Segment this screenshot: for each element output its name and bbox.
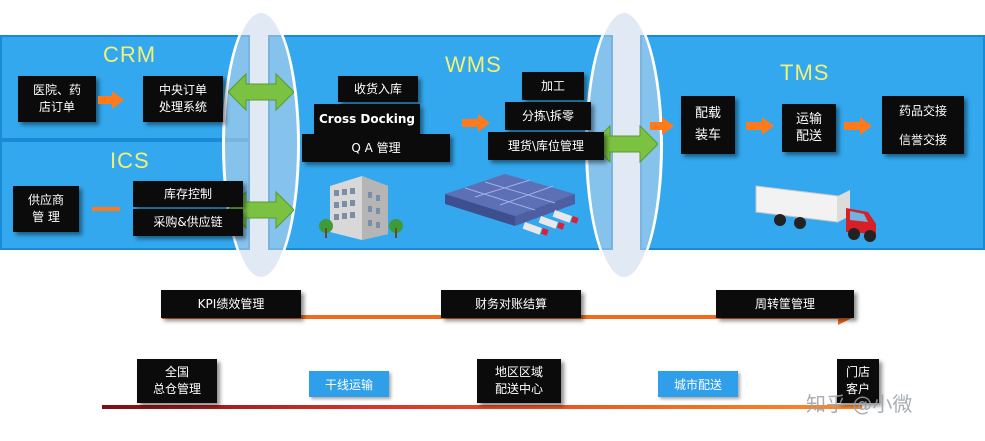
distribution-center-icon [445,174,579,236]
crm-title: CRM [103,42,157,67]
city-delivery-box: 城市配送 [658,371,738,397]
kpi-box: KPI绩效管理 [161,290,301,318]
turnover-box: 周转筐管理 [716,290,854,318]
inventory-control-box: 库存控制 [133,181,243,207]
tms-title: TMS [780,60,830,85]
location-mgmt-box: 理货\库位管理 [488,132,604,160]
cross-docking-box: Cross Docking [314,104,420,134]
orange-arrow-icon [650,117,674,135]
purchase-supply-box: 采购&供应链 [133,209,243,236]
receiving-box: 收货入库 [338,76,418,102]
loading-box: 配载 装车 [681,96,735,154]
ics-title: ICS [110,148,150,173]
credit-handover-box: 信誉交接 [882,126,964,154]
finance-box: 财务对账结算 [441,290,581,318]
central-order-box: 中央订单 处理系统 [143,76,223,122]
orange-arrow-icon [98,91,124,109]
store-customer-box: 门店 客户 [837,359,879,403]
hospital-orders-box: 医院、药 店订单 [18,76,96,122]
truck-icon [755,185,876,242]
distribution-timeline [102,405,862,409]
qa-box: Q A 管理 [302,134,450,162]
transport-box: 运输 配送 [782,104,836,152]
warehouse-building-icon [319,176,403,240]
orange-arrow-icon [462,114,490,132]
handover-box: 药品交接 [882,96,964,126]
sorting-box: 分拣\拆零 [505,102,591,130]
wms-title: WMS [445,52,502,77]
orange-arrow-icon [746,117,774,135]
connector-dash [92,207,120,211]
green-double-arrow-icon [228,72,294,112]
crm-wms-connector [222,10,300,280]
watermark-text: 知乎 @小微 [806,392,913,416]
processing-box: 加工 [522,72,584,100]
supplier-box: 供应商 管 理 [13,186,79,232]
green-double-arrow-icon [228,190,294,230]
orange-arrow-icon [844,117,872,135]
regional-center-box: 地区区域 配送中心 [477,359,561,403]
national-warehouse-box: 全国 总仓管理 [137,359,217,403]
green-double-arrow-icon [592,124,658,164]
trunk-transport-box: 干线运输 [309,371,389,397]
